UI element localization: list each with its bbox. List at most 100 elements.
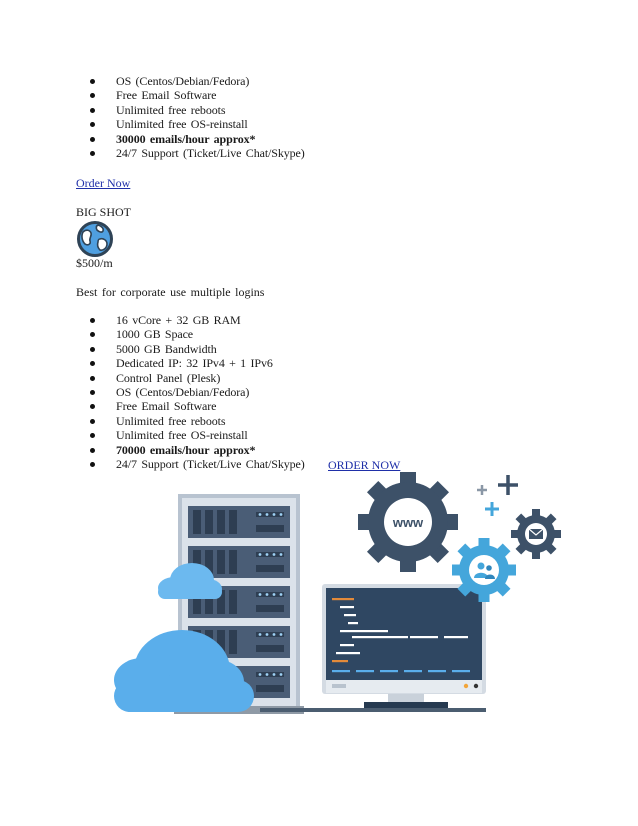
gear-tooth [495,581,511,597]
list-item: Unlimited free OS-reinstall [76,428,305,442]
code-lines [332,598,470,673]
cloud-icon [114,630,254,712]
code-line [332,670,350,673]
gear-tooth [532,509,540,518]
plan-name: BIG SHOT [76,205,132,219]
gear-tooth [478,592,490,602]
list-item-text: Unlimited free reboots [116,413,226,428]
code-line [340,606,354,609]
list-item: 16 vCore + 32 GB RAM [76,313,305,327]
list-item: Unlimited free OS-reinstall [76,117,305,131]
code-line [356,670,374,673]
code-line [352,636,408,639]
bullet-icon [90,389,95,395]
gear-tooth [495,543,511,559]
list-item-text: OS (Centos/Debian/Fedora) [116,384,250,399]
bullet-icon [90,79,95,84]
code-line [428,670,446,673]
list-item-text: Unlimited free OS-reinstall [116,117,248,132]
bullet-icon [90,136,95,142]
bullet-icon [90,433,95,439]
bullet-icon [90,447,95,453]
list-item-text: Free Email Software [116,399,217,414]
plan-description: Best for corporate use multiple logins [76,285,265,299]
code-line [332,660,348,663]
list-item: Free Email Software [76,399,305,413]
bullet-icon [90,318,95,323]
list-item: OS (Centos/Debian/Fedora) [76,74,305,88]
users-icon [474,562,495,579]
gear-tooth [457,543,473,559]
list-item-text: Unlimited free OS-reinstall [116,428,248,443]
bullet-icon [90,361,95,367]
bullet-icon [90,107,95,113]
code-line [332,598,354,601]
list-item: Unlimited free reboots [76,414,305,428]
list-item-text: 24/7 Support (Ticket/Live Chat/Skype) [116,456,305,471]
list-item-text: Free Email Software [116,88,217,103]
list-item-text: 30000 emails/hour approx* [116,131,256,146]
list-item-text: 16 vCore + 32 GB RAM [116,313,241,327]
server-unit [188,546,290,578]
mail-icon [528,528,544,539]
list-item: Dedicated IP: 32 IPv4 + 1 IPv6 [76,356,305,370]
plus-icon [477,475,518,516]
bullet-icon [90,332,95,338]
list-item-text: 24/7 Support (Ticket/Live Chat/Skype) [116,145,305,160]
code-line [340,630,388,633]
code-line [344,614,356,617]
code-line [380,670,398,673]
code-line [404,670,422,673]
list-item: 24/7 Support (Ticket/Live Chat/Skype) [76,457,305,471]
bullet-icon [90,375,95,381]
bullet-icon [90,346,95,352]
list-item-text: Control Panel (Plesk) [116,370,221,385]
code-line [348,622,358,625]
bullet-icon [90,418,95,424]
code-line [452,670,470,673]
list-item: OS (Centos/Debian/Fedora) [76,385,305,399]
price: $500/m [76,256,113,270]
bullet-icon [90,461,95,467]
bullet-icon [90,122,95,128]
gear-tooth [457,581,473,597]
code-line [336,652,360,655]
users-gear-icon [452,538,516,602]
code-line [410,636,438,639]
hosting-illustration: www [114,472,561,714]
list-item: 24/7 Support (Ticket/Live Chat/Skype) [76,146,305,160]
globe-icon [77,221,113,257]
feature-list-1: OS (Centos/Debian/Fedora)Free Email Soft… [76,74,305,160]
list-item-text: Unlimited free reboots [116,102,226,117]
list-item-text: OS (Centos/Debian/Fedora) [116,74,250,88]
code-line [340,644,354,647]
list-item: 30000 emails/hour approx* [76,132,305,146]
list-item-text: Dedicated IP: 32 IPv4 + 1 IPv6 [116,356,273,371]
gear-tooth [532,550,540,559]
list-item-text: 1000 GB Space [116,327,194,342]
list-item: 70000 emails/hour approx* [76,443,305,457]
list-item: Free Email Software [76,88,305,102]
bullet-icon [90,93,95,99]
order-now-line: Order Now [76,176,130,191]
code-line [444,636,468,639]
list-item: 1000 GB Space [76,327,305,341]
gear-icon: www [358,472,458,572]
list-item-text: 5000 GB Bandwidth [116,341,217,356]
gear-tooth [478,538,490,548]
order-now-link[interactable]: Order Now [76,176,131,190]
mail-gear-icon [511,509,561,559]
small-cloud-icon [158,563,222,599]
monitor-icon [260,584,486,712]
bullet-icon [90,150,95,156]
order-now-link-2[interactable]: ORDER NOW [328,458,401,472]
bullet-icon [90,404,95,410]
list-item: 5000 GB Bandwidth [76,342,305,356]
list-item-text: 70000 emails/hour approx* [116,442,256,457]
list-item: Unlimited free reboots [76,103,305,117]
server-unit [188,506,290,538]
list-item: Control Panel (Plesk) [76,371,305,385]
gear-label: www [392,515,424,530]
